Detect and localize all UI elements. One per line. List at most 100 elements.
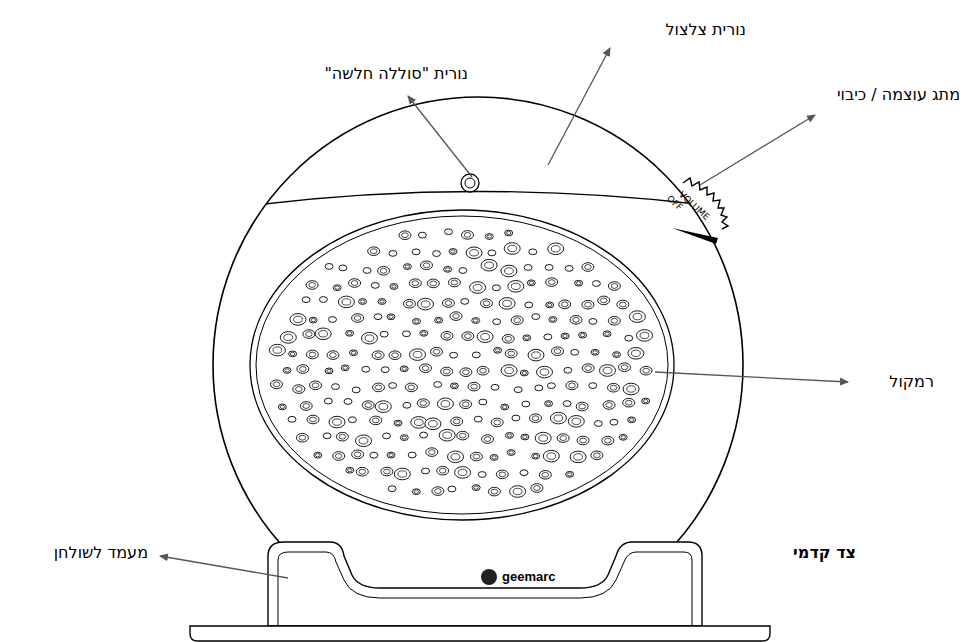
speaker-hole (451, 417, 463, 426)
speaker-hole-inner (359, 469, 366, 474)
speaker-hole (387, 314, 395, 320)
speaker-hole-inner (380, 300, 384, 303)
speaker-hole (310, 381, 322, 390)
speaker-hole (333, 452, 345, 461)
speaker-hole (332, 384, 340, 390)
speaker-hole-inner (444, 333, 451, 338)
speaker-hole (445, 229, 453, 235)
speaker-hole (535, 385, 543, 391)
speaker-hole (346, 330, 354, 336)
speaker-hole-inner (554, 349, 561, 354)
speaker-hole (378, 267, 390, 276)
speaker-hole (552, 347, 564, 356)
speaker-hole (547, 383, 555, 389)
speaker-hole (410, 349, 426, 361)
speaker-hole-inner (561, 302, 568, 307)
speaker-hole (283, 368, 291, 374)
speaker-hole (352, 314, 364, 323)
speaker-hole (346, 467, 354, 473)
speaker-hole (420, 364, 432, 373)
speaker-hole (532, 453, 540, 459)
brand-logo: geemarc (500, 569, 557, 585)
speaker-hole-inner (462, 402, 469, 407)
speaker-hole-inner (423, 263, 430, 268)
speaker-hole (550, 412, 566, 424)
speaker-hole (521, 434, 529, 440)
speaker-hole (571, 349, 579, 355)
speaker-hole (582, 263, 594, 272)
speaker-hole (390, 284, 398, 290)
speaker-hole (488, 250, 496, 256)
speaker-hole (388, 486, 396, 492)
speaker-hole-inner (600, 298, 607, 303)
speaker-hole (506, 433, 514, 439)
speaker-hole (531, 484, 543, 493)
speaker-hole (528, 349, 544, 361)
speaker-hole (409, 279, 421, 288)
speaker-hole (394, 468, 410, 480)
volume-wedge (672, 228, 718, 244)
speaker-hole-inner (605, 438, 612, 443)
speaker-hole-inner (546, 402, 550, 405)
speaker-hole (349, 279, 361, 288)
speaker-hole (444, 266, 452, 272)
speaker-hole (608, 282, 620, 291)
housing-outline (213, 97, 743, 633)
speaker-hole-inner (445, 268, 449, 271)
speaker-hole (307, 415, 319, 424)
speaker-hole (350, 350, 358, 356)
speaker-hole (530, 414, 542, 423)
speaker-hole-inner (392, 285, 396, 288)
speaker-hole-inner (534, 486, 541, 491)
speaker-hole (532, 314, 540, 320)
stand-base (190, 626, 770, 641)
speaker-hole (437, 466, 449, 475)
speaker-hole-inner (451, 250, 455, 253)
speaker-hole-inner (370, 249, 377, 254)
speaker-hole-inner (421, 301, 430, 307)
speaker-hole (352, 450, 364, 459)
speaker-hole (543, 450, 559, 462)
speaker-hole-inner (503, 405, 507, 408)
speaker-hole (577, 436, 589, 445)
speaker-hole-inner (311, 319, 315, 322)
speaker-hole (557, 434, 569, 443)
speaker-hole (437, 398, 453, 410)
speaker-hole (524, 265, 532, 271)
speaker-hole (289, 351, 297, 357)
speaker-hole-inner (284, 334, 293, 340)
speaker-hole-inner (339, 434, 346, 439)
speaker-hole (570, 451, 586, 463)
speaker-hole (485, 234, 493, 240)
speaker-hole (325, 264, 333, 270)
speaker-hole (323, 433, 331, 439)
speaker-hole (505, 349, 517, 358)
speaker-hole-inner (306, 332, 313, 337)
speaker-hole-inner (499, 472, 506, 477)
speaker-hole (522, 401, 530, 407)
speaker-hole-inner (402, 367, 406, 370)
speaker-hole (610, 419, 618, 425)
speaker-hole-inner (273, 382, 280, 387)
speaker-hole-inner (351, 281, 358, 286)
speaker-hole (488, 487, 500, 496)
speaker-hole (598, 296, 610, 305)
speaker-hole-inner (359, 438, 368, 444)
speaker-hole-inner (414, 490, 418, 493)
speaker-hole (477, 366, 489, 375)
speaker-hole (619, 434, 627, 440)
speaker-hole-inner (319, 331, 328, 337)
speaker-hole (420, 330, 428, 336)
speaker-hole-inner (303, 404, 310, 409)
speaker-hole (545, 265, 553, 271)
speaker-hole-inner (511, 283, 520, 289)
speaker-hole-inner (422, 366, 429, 371)
speaker-hole-inner (603, 367, 612, 373)
speaker-hole (594, 421, 602, 427)
speaker-hole-inner (572, 418, 581, 424)
speaker-hole-inner (299, 435, 306, 440)
speaker-hole (403, 264, 411, 270)
speaker-hole (300, 402, 312, 411)
speaker-hole-inner (389, 454, 393, 457)
speaker-hole-inner (513, 488, 522, 494)
